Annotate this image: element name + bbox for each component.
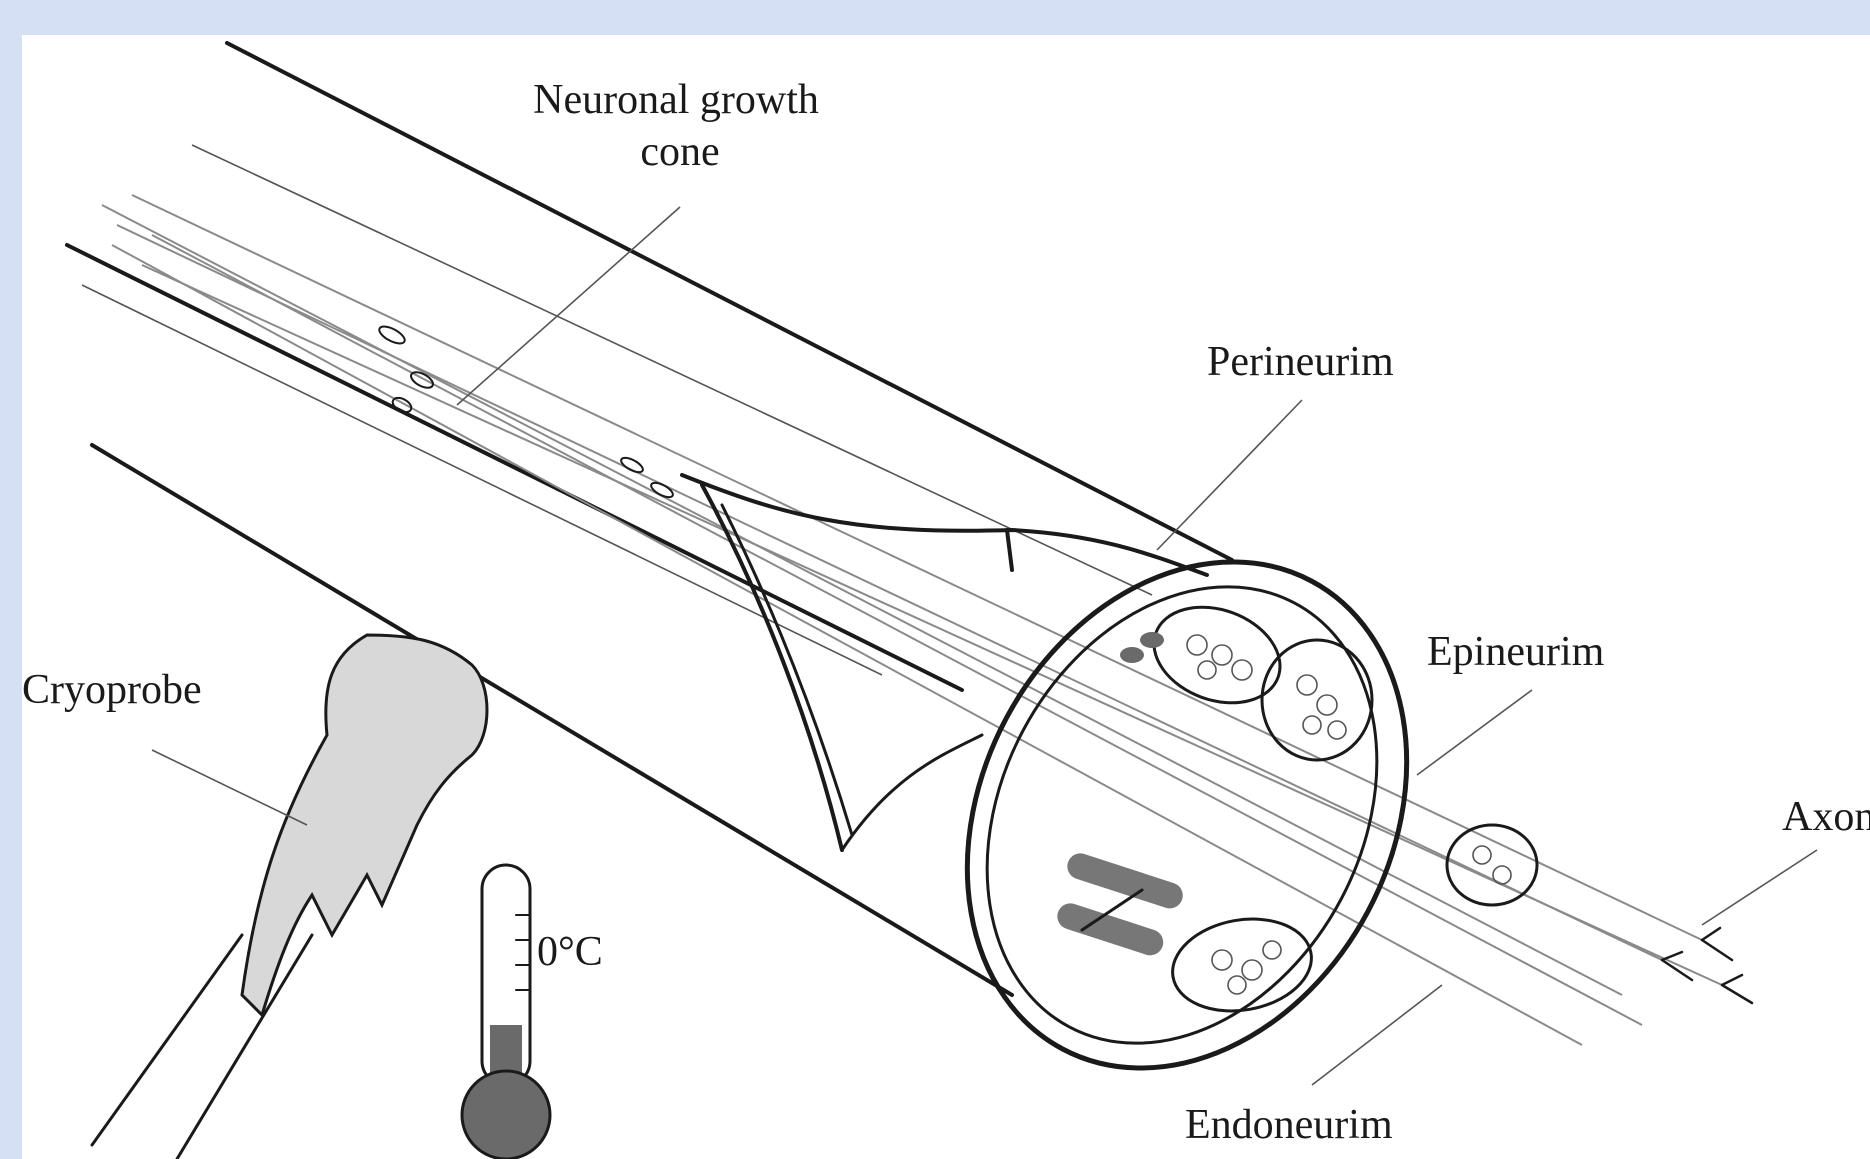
label-axon: Axon — [1782, 794, 1870, 840]
nerve-cryoablation-diagram: Neuronal growth cone Perineurim Epineuri… — [22, 35, 1870, 1159]
label-growth-cone-line1: Neuronal growth — [533, 77, 819, 123]
diagram-panel: Neuronal growth cone Perineurim Epineuri… — [22, 35, 1870, 1159]
label-epineurium: Epineurim — [1427, 629, 1605, 675]
cryoprobe-drawing — [92, 635, 487, 1159]
axon-endings — [1662, 928, 1752, 1003]
label-cryoprobe: Cryoprobe — [22, 667, 202, 713]
nerve-trunk — [67, 43, 1232, 995]
nerve-cross-section — [882, 485, 1493, 1145]
thermometer-icon — [462, 865, 550, 1159]
axon-fibers — [102, 195, 1722, 1045]
label-temperature: 0°C — [537, 929, 603, 975]
label-growth-cone-line2: cone — [640, 129, 719, 175]
label-endoneurium: Endoneurim — [1185, 1102, 1393, 1148]
label-perineurium: Perineurim — [1207, 339, 1394, 385]
